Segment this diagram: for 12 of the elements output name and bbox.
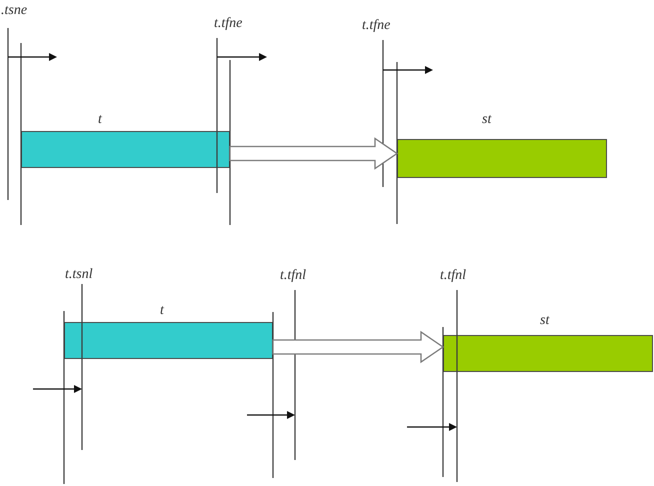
time-label: t.tfnl bbox=[440, 268, 466, 284]
time-label: t.tsnl bbox=[65, 267, 93, 283]
time-label: t.tfnl bbox=[280, 268, 306, 284]
bar-label: st bbox=[540, 313, 550, 329]
block-arrow bbox=[272, 330, 444, 364]
bar-label: t bbox=[160, 303, 164, 319]
time-label: t.tfne bbox=[214, 16, 242, 32]
bar-label: t bbox=[98, 112, 102, 128]
time-label: .tsne bbox=[1, 3, 28, 19]
time-label: t.tfne bbox=[362, 18, 390, 34]
block-arrow bbox=[229, 137, 398, 170]
bar-label: st bbox=[482, 112, 492, 128]
